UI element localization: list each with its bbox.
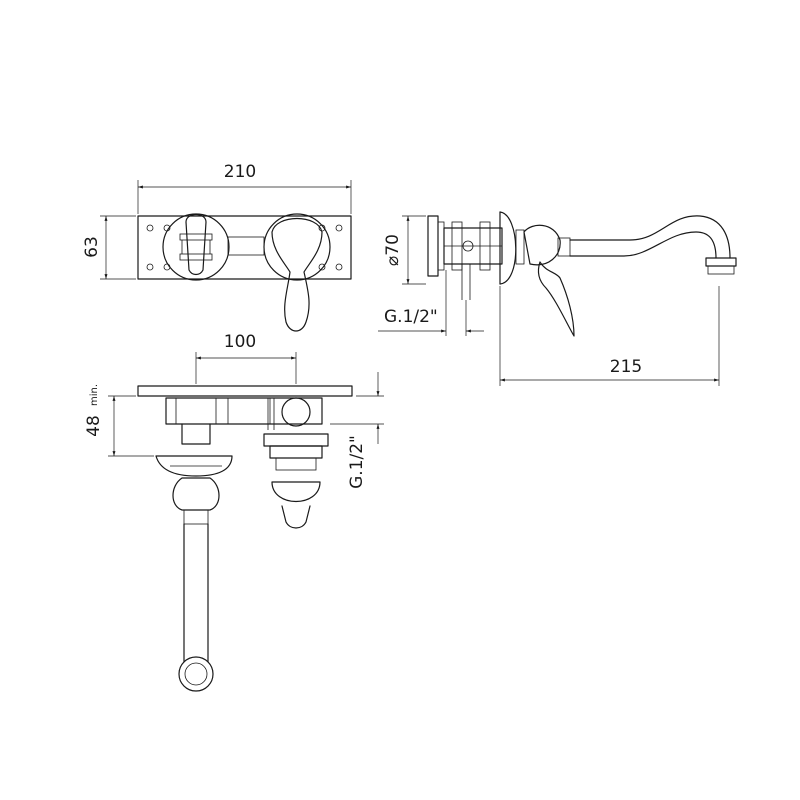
connection-side-label: G.1/2" bbox=[384, 307, 438, 327]
spout-rosette bbox=[162, 213, 230, 281]
connection-plan-label: G.1/2" bbox=[347, 435, 367, 489]
min-suffix-label: min. bbox=[89, 384, 100, 406]
spout-diameter-label: ⌀70 bbox=[383, 234, 403, 266]
mixer-rosette bbox=[263, 213, 331, 332]
plan-view: 100 48 min. G.1/2" bbox=[84, 332, 384, 692]
plate-width-label: 210 bbox=[224, 162, 256, 182]
projection-label: 215 bbox=[610, 357, 642, 377]
side-view: ⌀70 G.1/2" 215 bbox=[378, 211, 737, 386]
plate-height-label: 63 bbox=[82, 236, 102, 258]
spacing-label: 100 bbox=[224, 332, 256, 352]
mounting-holes bbox=[146, 224, 343, 271]
min-depth-label: 48 bbox=[84, 415, 104, 437]
front-view: 210 63 bbox=[82, 162, 352, 332]
